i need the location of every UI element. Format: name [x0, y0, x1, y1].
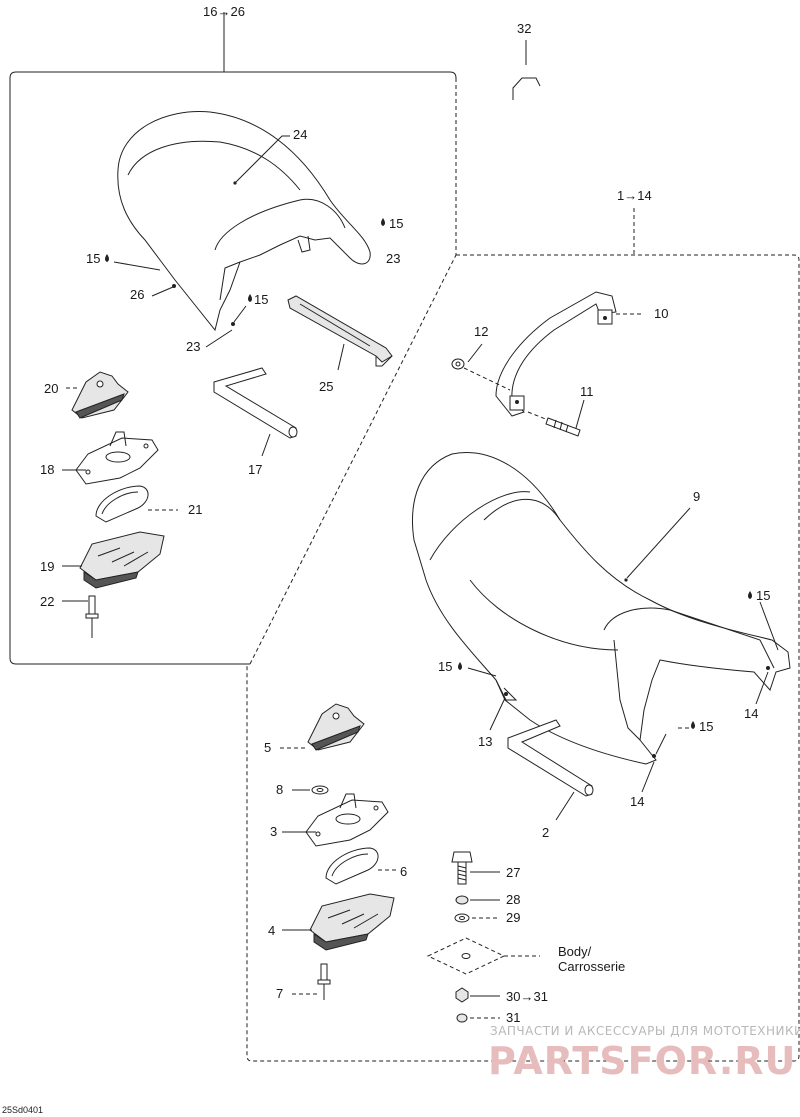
callout-30-31: 30→31 — [506, 989, 548, 1004]
part-32-clip — [512, 40, 541, 100]
callout-17: 17 — [248, 462, 262, 477]
figure-code: 25Sd0401 — [2, 1105, 43, 1115]
body-label-line2: Carrosserie — [558, 959, 625, 974]
callout-25: 25 — [319, 379, 333, 394]
adhesive-drop-icon — [381, 218, 385, 226]
callout-21: 21 — [188, 502, 202, 517]
callout-24: 24 — [293, 127, 307, 142]
callout-19: 19 — [40, 559, 54, 574]
callout-9: 9 — [693, 489, 700, 504]
callout-15c: 15 — [254, 292, 268, 307]
part-21-gasket — [95, 485, 149, 523]
callout-14b: 14 — [630, 794, 644, 809]
callout-13: 13 — [478, 734, 492, 749]
part-17-pin — [213, 367, 298, 439]
callout-5: 5 — [264, 740, 271, 755]
callout-7: 7 — [276, 986, 283, 1001]
callout-14a: 14 — [744, 706, 758, 721]
part-20-latch — [71, 371, 129, 419]
body-panel — [426, 937, 506, 975]
callout-4: 4 — [268, 923, 275, 938]
part-5-latch — [307, 703, 365, 751]
callout-2: 2 — [542, 825, 549, 840]
callout-31: 31 — [506, 1010, 520, 1025]
adhesive-drop-icon — [248, 294, 252, 302]
watermark-tagline: ЗАПЧАСТИ И АКСЕССУАРЫ ДЛЯ МОТОТЕХНИКИ — [490, 1024, 800, 1038]
callout-26: 26 — [130, 287, 144, 302]
callout-8: 8 — [276, 782, 283, 797]
part-8-washer — [311, 785, 329, 795]
part-7-rivet — [317, 963, 331, 1000]
callout-29: 29 — [506, 910, 520, 925]
adhesive-drop-icon — [691, 721, 695, 729]
part-29-washer — [454, 913, 470, 923]
callout-23a: 23 — [386, 251, 400, 266]
seat-9 — [412, 452, 791, 765]
callout-15a: 15 — [389, 216, 403, 231]
callout-10: 10 — [654, 306, 668, 321]
part-25-bracket — [287, 295, 393, 367]
callout-3: 3 — [270, 824, 277, 839]
part-11-screw — [545, 417, 581, 437]
adhesive-drop-icon — [748, 591, 752, 599]
upper-group-frame — [9, 12, 457, 665]
callout-15f: 15 — [699, 719, 713, 734]
callout-12: 12 — [474, 324, 488, 339]
part-31-cap — [456, 1013, 468, 1023]
callout-15e: 15 — [438, 659, 452, 674]
part-30-nut — [455, 987, 469, 1003]
part-6-gasket — [325, 847, 379, 885]
part-18-plate — [75, 431, 159, 485]
callout-6: 6 — [400, 864, 407, 879]
callout-20: 20 — [44, 381, 58, 396]
part-10-grab-handle — [495, 291, 617, 417]
adhesive-drop-icon — [105, 254, 109, 262]
part-4-base — [309, 893, 395, 951]
part-2-pin — [507, 719, 594, 797]
body-label-line1: Body/ — [558, 944, 592, 959]
upper-group-label: 16→26 — [203, 4, 245, 19]
callout-18: 18 — [40, 462, 54, 477]
part-22-rivet — [85, 595, 99, 638]
callout-28: 28 — [506, 892, 520, 907]
callout-11: 11 — [580, 384, 594, 399]
callout-27: 27 — [506, 865, 520, 880]
callout-22: 22 — [40, 594, 54, 609]
lower-group-frame — [246, 208, 800, 1062]
part-3-plate — [305, 793, 389, 847]
watermark-logo: PARTSFOR.RU — [488, 1039, 796, 1083]
part-12-washer — [451, 358, 465, 370]
part-28-lockwasher — [455, 895, 469, 905]
rear-seat-24 — [117, 111, 371, 332]
part-27-bolt — [451, 851, 473, 885]
lower-group-label: 1→14 — [617, 188, 652, 203]
adhesive-drop-icon — [458, 662, 462, 670]
callout-32: 32 — [517, 21, 531, 36]
callout-15b: 15 — [86, 251, 100, 266]
part-19-base — [79, 531, 165, 589]
callout-23b: 23 — [186, 339, 200, 354]
callout-15d: 15 — [756, 588, 770, 603]
